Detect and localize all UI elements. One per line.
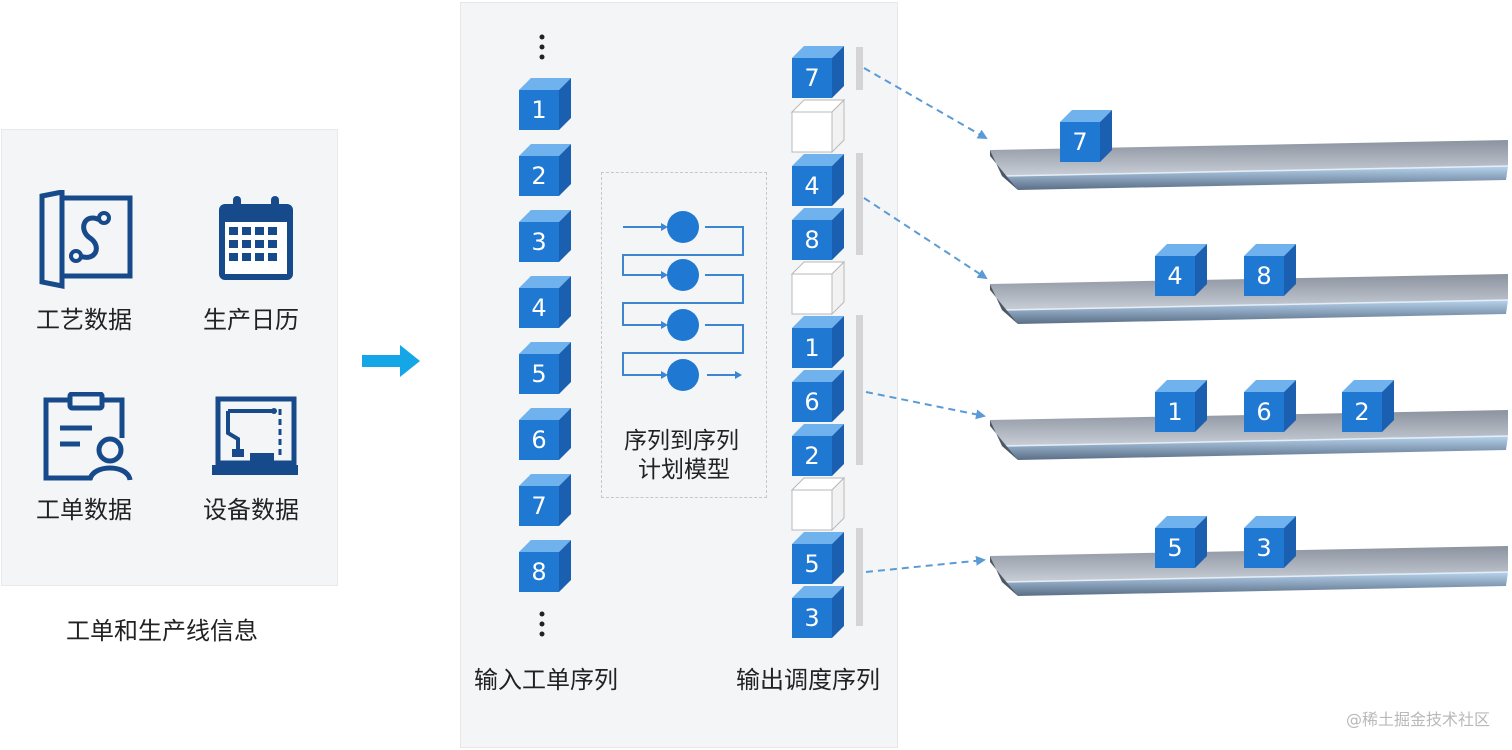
- line-order-cube: 4: [1155, 244, 1207, 296]
- model-title-line1: 序列到序列: [624, 428, 739, 454]
- line-order-cube: 5: [1155, 516, 1207, 568]
- work-order-label: 工单数据: [36, 496, 132, 524]
- empty-slot-cube: [790, 476, 846, 532]
- output-order-cube-label: 8: [804, 226, 819, 254]
- output-sequence-caption: 输出调度序列: [736, 666, 880, 694]
- line-order-cube-label: 5: [1167, 534, 1182, 562]
- output-order-cube: 1: [792, 316, 844, 368]
- calendar-icon: [219, 196, 293, 280]
- assignment-arrow: [865, 555, 986, 573]
- input-order-cube-label: 7: [531, 492, 546, 520]
- model-title-line2: 计划模型: [638, 457, 730, 483]
- process-data-label: 工艺数据: [36, 306, 132, 334]
- input-order-cube: 8: [519, 540, 571, 592]
- flow-arrow-icon: [362, 345, 420, 377]
- work-order-icon: [43, 392, 133, 481]
- info-panel-caption: 工单和生产线信息: [66, 617, 258, 645]
- line-order-cube-label: 3: [1256, 534, 1271, 562]
- group-bar-1: [856, 47, 863, 90]
- output-order-cube: 2: [792, 424, 844, 476]
- line-order-cube-label: 6: [1256, 398, 1271, 426]
- line-order-cube-label: 7: [1072, 128, 1087, 156]
- empty-slot-cube: [790, 260, 846, 316]
- output-order-cube: 8: [792, 208, 844, 260]
- assignment-arrow: [865, 391, 986, 420]
- input-order-cube: 7: [519, 474, 571, 526]
- line-order-cube: 3: [1244, 516, 1296, 568]
- empty-slot-cube: [790, 98, 846, 154]
- input-order-cube-label: 4: [531, 294, 546, 322]
- line-order-cube-label: 4: [1167, 262, 1182, 290]
- line-order-cube: 7: [1060, 110, 1112, 162]
- output-order-cube-label: 6: [804, 388, 819, 416]
- equipment-icon: [212, 396, 298, 475]
- ellipsis-bottom-icon: [539, 611, 545, 637]
- input-order-cube: 2: [519, 144, 571, 196]
- input-order-cube-label: 3: [531, 228, 546, 256]
- output-order-cube-label: 2: [804, 442, 819, 470]
- line-order-cube: 2: [1342, 380, 1394, 432]
- line-order-cube-label: 8: [1256, 262, 1271, 290]
- input-order-cube: 3: [519, 210, 571, 262]
- process-data-icon: [39, 190, 133, 290]
- production-line: [990, 140, 1509, 190]
- seq2seq-model-box: [601, 172, 767, 498]
- input-order-cube-label: 2: [531, 162, 546, 190]
- output-order-cube: 3: [792, 586, 844, 638]
- assignment-arrow: [863, 197, 988, 280]
- output-order-cube-label: 5: [804, 550, 819, 578]
- line-order-cube: 8: [1244, 244, 1296, 296]
- input-order-cube: 5: [519, 342, 571, 394]
- output-order-cube-label: 7: [804, 64, 819, 92]
- output-order-cube-label: 1: [804, 334, 819, 362]
- watermark: @稀土掘金技术社区: [1345, 710, 1490, 729]
- ellipsis-top-icon: [539, 34, 545, 60]
- output-order-cube: 4: [792, 154, 844, 206]
- output-order-cube-label: 3: [804, 604, 819, 632]
- input-order-cube: 4: [519, 276, 571, 328]
- input-sequence-caption: 输入工单序列: [474, 666, 618, 694]
- output-order-cube-label: 4: [804, 172, 819, 200]
- equipment-label: 设备数据: [203, 496, 299, 524]
- input-order-cube: 6: [519, 408, 571, 460]
- output-order-cube: 7: [792, 46, 844, 98]
- group-bar-3: [856, 315, 863, 465]
- output-order-cube: 6: [792, 370, 844, 422]
- group-bar-2: [856, 153, 863, 255]
- output-order-cube: 5: [792, 532, 844, 584]
- model-flow-diagram: [622, 211, 744, 391]
- input-order-cube-label: 6: [531, 426, 546, 454]
- line-order-cube-label: 2: [1354, 398, 1369, 426]
- line-order-cube: 6: [1244, 380, 1296, 432]
- group-bar-4: [856, 528, 863, 626]
- input-order-cube-label: 5: [531, 360, 546, 388]
- input-order-cube: 1: [519, 78, 571, 130]
- line-order-cube: 1: [1155, 380, 1207, 432]
- input-order-cube-label: 8: [531, 558, 546, 586]
- line-order-cube-label: 1: [1167, 398, 1182, 426]
- calendar-label: 生产日历: [203, 306, 299, 334]
- input-order-cube-label: 1: [531, 96, 546, 124]
- assignment-arrow: [863, 67, 988, 139]
